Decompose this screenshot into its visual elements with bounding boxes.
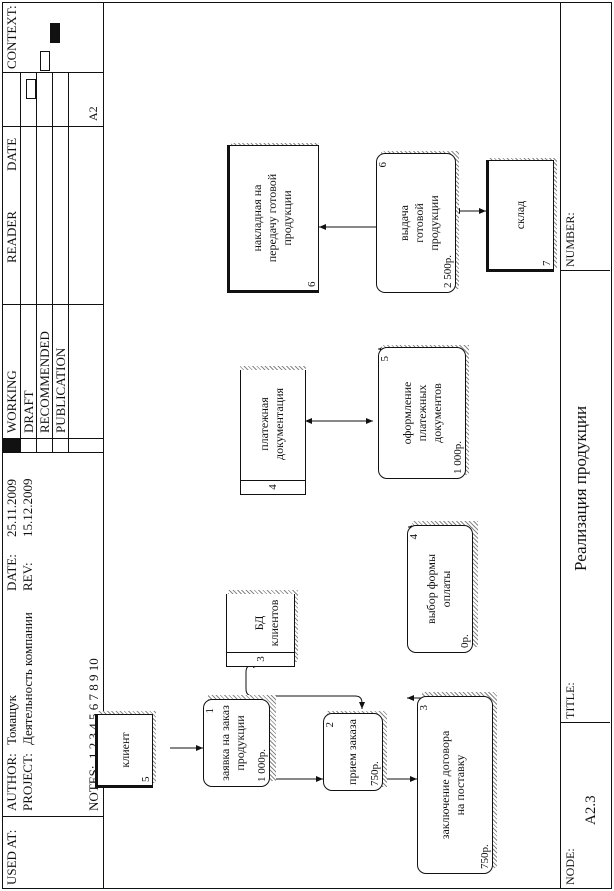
- store-payment-docs-number: 4: [241, 480, 305, 493]
- activity-6-number: 6: [377, 162, 389, 168]
- activity-5-cost: 1 000р.: [452, 441, 464, 474]
- activity-3-label: заключение договора на поставку: [438, 730, 467, 840]
- activity-1-number: 1: [204, 708, 216, 714]
- external-client-number: 5: [140, 776, 152, 783]
- activity-6-label: выдача готовой продукции: [397, 195, 441, 251]
- activity-6-cost: 2 500р.: [442, 255, 454, 288]
- activity-5-number: 5: [379, 356, 391, 362]
- activity-4-number: 4: [408, 534, 420, 540]
- external-client[interactable]: клиент 5: [95, 714, 153, 788]
- store-client-db[interactable]: 3 БД клиентов: [226, 594, 295, 667]
- external-invoice-label: накладная на передачу готовой продукции: [250, 173, 294, 263]
- external-invoice-number: 6: [306, 281, 318, 288]
- activity-2-label: прием заказа: [345, 719, 359, 785]
- store-client-db-number: 3: [227, 652, 294, 665]
- activity-1-cost: 1 000р.: [256, 749, 268, 782]
- external-warehouse-number: 7: [541, 260, 553, 267]
- activity-3[interactable]: заключение договора на поставку 750р. 3: [417, 696, 493, 874]
- activity-6[interactable]: выдача готовой продукции 2 500р. 6: [376, 153, 456, 293]
- external-warehouse-label: склад: [513, 200, 527, 230]
- external-client-label: клиент: [118, 732, 132, 768]
- activity-4[interactable]: выбор формы оплаты 0р. 4: [407, 525, 473, 653]
- activity-3-number: 3: [418, 705, 430, 711]
- store-payment-docs-label: платежная документация: [257, 387, 286, 461]
- activity-3-cost: 750р.: [479, 844, 491, 869]
- activity-1[interactable]: заявка на заказ продукции 1 000р. 1: [203, 699, 270, 787]
- activity-4-label: выбор формы оплаты: [424, 553, 453, 625]
- store-client-db-label: БД клиентов: [252, 599, 281, 647]
- store-payment-docs[interactable]: 4 платежная документация: [240, 370, 306, 495]
- activity-5[interactable]: оформление платежных документов 1 000р. …: [378, 347, 466, 479]
- external-warehouse[interactable]: склад 7: [486, 160, 554, 272]
- activity-1-label: заявка на заказ продукции: [218, 705, 247, 781]
- activity-2-cost: 750р.: [369, 761, 381, 786]
- activity-5-label: оформление платежных документов: [400, 381, 444, 445]
- activity-2-number: 2: [324, 722, 336, 728]
- activity-4-cost: 0р.: [459, 634, 471, 648]
- external-invoice[interactable]: накладная на передачу готовой продукции …: [227, 145, 319, 293]
- activity-2[interactable]: прием заказа 750р. 2: [323, 713, 383, 791]
